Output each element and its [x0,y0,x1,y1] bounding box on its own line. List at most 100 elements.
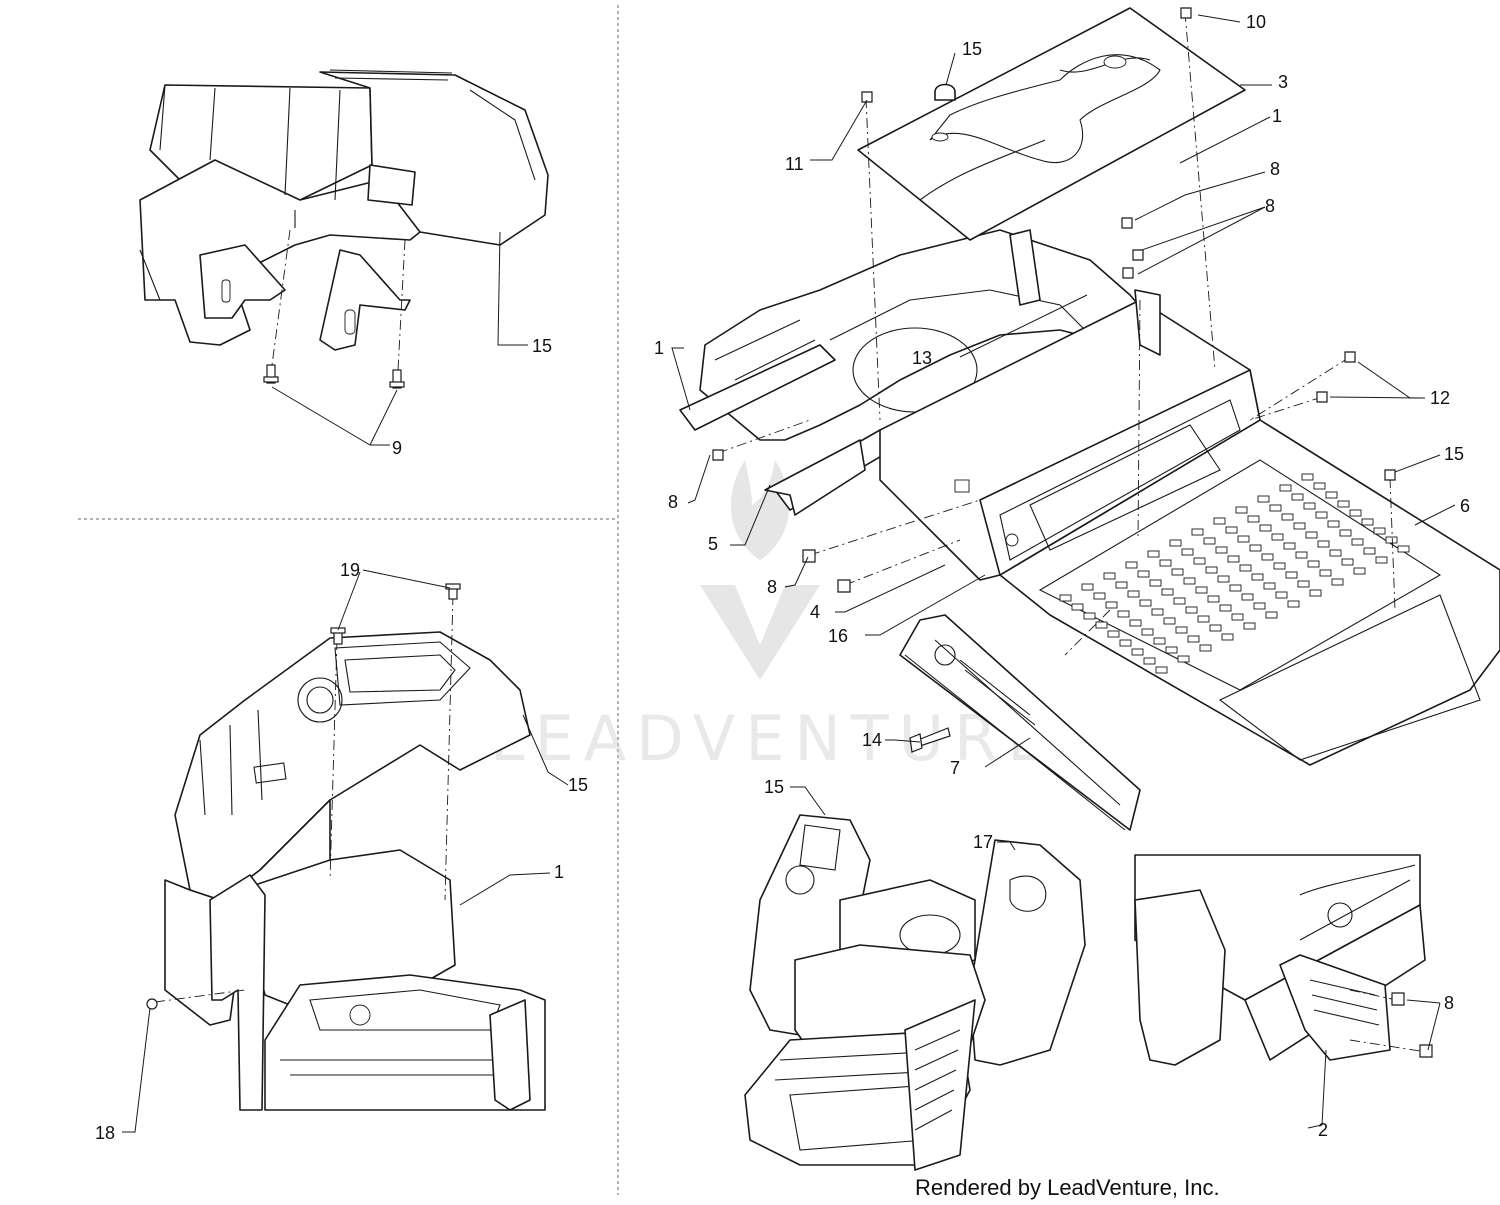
floor-perforation [1103,572,1116,580]
floor-perforation [1059,594,1072,602]
floor-perforation [1195,586,1208,594]
floor-perforation [1071,603,1084,611]
floor-perforation [1159,559,1172,567]
floor-perforation [1131,648,1144,656]
floor-perforation [1373,527,1386,535]
callout-8: 8 [767,577,777,597]
floor-perforation [1337,500,1350,508]
floor-perforation [1105,601,1118,609]
callout-14: 15 [962,39,982,59]
callout-15: 15 [568,775,588,795]
callout-6: 6 [1460,496,1470,516]
callout-12: 14 [862,730,882,750]
floor-perforation [1275,591,1288,599]
fastener-18 [146,998,158,1010]
leader-lines [122,14,1456,1133]
floor-perforation [1349,509,1362,517]
callout-1: 1 [554,862,564,882]
fastener-8d [712,449,724,461]
floor-perforation [1119,639,1132,647]
view-bottom-left-console [146,583,546,1111]
floor-perforation [1353,567,1366,575]
floor-perforation [1331,578,1344,586]
fastener-10a [861,91,873,103]
floor-perforation [1169,539,1182,547]
floor-perforation [1219,604,1232,612]
floor-perforation [1229,584,1242,592]
floor-perforation [1257,495,1270,503]
floor-perforation [1235,506,1248,514]
fastener-8c [1122,267,1134,279]
floor-perforation [1205,566,1218,574]
floor-perforation [1283,542,1296,550]
floor-perforation [1291,493,1304,501]
callout-11: 13 [912,348,932,368]
fastener-8a [1121,217,1133,229]
floor-perforation [1319,569,1332,577]
floor-perforation [1093,592,1106,600]
view-bottom-mid-assembly [744,814,1086,1171]
floor-perforation [1083,612,1096,620]
fastener-10d [1316,391,1328,403]
floor-perforation [1315,511,1328,519]
floor-perforation [1327,520,1340,528]
fastener-8b [1132,249,1144,261]
floor-perforation [1215,546,1228,554]
floor-perforation [1307,560,1320,568]
floor-perforation [1329,549,1342,557]
callout-13: 15 [1444,444,1464,464]
floor-perforation [1293,522,1306,530]
callout-1: 1 [1272,106,1282,126]
floor-perforation [1221,633,1234,641]
floor-perforation [1197,615,1210,623]
floor-perforation [1217,575,1230,583]
view-top-right-frame [679,7,1500,831]
floor-perforation [1231,613,1244,621]
callout-10: 11 [785,154,804,174]
floor-perforation [1297,580,1310,588]
floor-perforation [1183,577,1196,585]
fastener-10c [1344,351,1356,363]
floor-perforation [1247,515,1260,523]
callout-17: 17 [973,832,993,852]
floor-perforation [1155,666,1168,674]
fastener-8e [802,549,816,563]
callout-16: 16 [828,626,848,646]
floor-perforation [1161,588,1174,596]
callout-8: 8 [1270,159,1280,179]
floor-perforation [1385,536,1398,544]
floor-perforation [1095,621,1108,629]
callout-9: 9 [392,438,402,458]
fastener-8g [1391,992,1405,1006]
floor-perforation [1317,540,1330,548]
floor-perforation [1147,550,1160,558]
floor-perforation [1259,524,1272,532]
floor-perforation [1209,624,1222,632]
floor-perforation [1361,518,1374,526]
floor-perforation [1203,537,1216,545]
callout-7: 7 [950,758,960,778]
floor-perforation [1241,593,1254,601]
fastener-9b [389,369,405,389]
floor-perforation [1081,583,1094,591]
floor-perforation [1265,611,1278,619]
fastener-13 [1384,469,1396,481]
callout-2: 2 [1318,1120,1328,1140]
callout-10: 10 [1246,12,1266,32]
callout-3: 3 [1278,72,1288,92]
floor-perforation [1117,610,1130,618]
floor-perforation [1351,538,1364,546]
footer-credit: Rendered by LeadVenture, Inc. [915,1175,1220,1200]
floor-perforation [1339,529,1352,537]
callout-4: 4 [810,602,820,622]
callout-5: 5 [708,534,718,554]
floor-perforation [1341,558,1354,566]
floor-perforation [1285,571,1298,579]
floor-perforation [1213,517,1226,525]
floor-perforation [1325,491,1338,499]
floor-perforation [1171,568,1184,576]
floor-perforation [1281,513,1294,521]
floor-perforation [1165,646,1178,654]
callout-18: 18 [95,1123,115,1143]
floor-perforation [1271,533,1284,541]
